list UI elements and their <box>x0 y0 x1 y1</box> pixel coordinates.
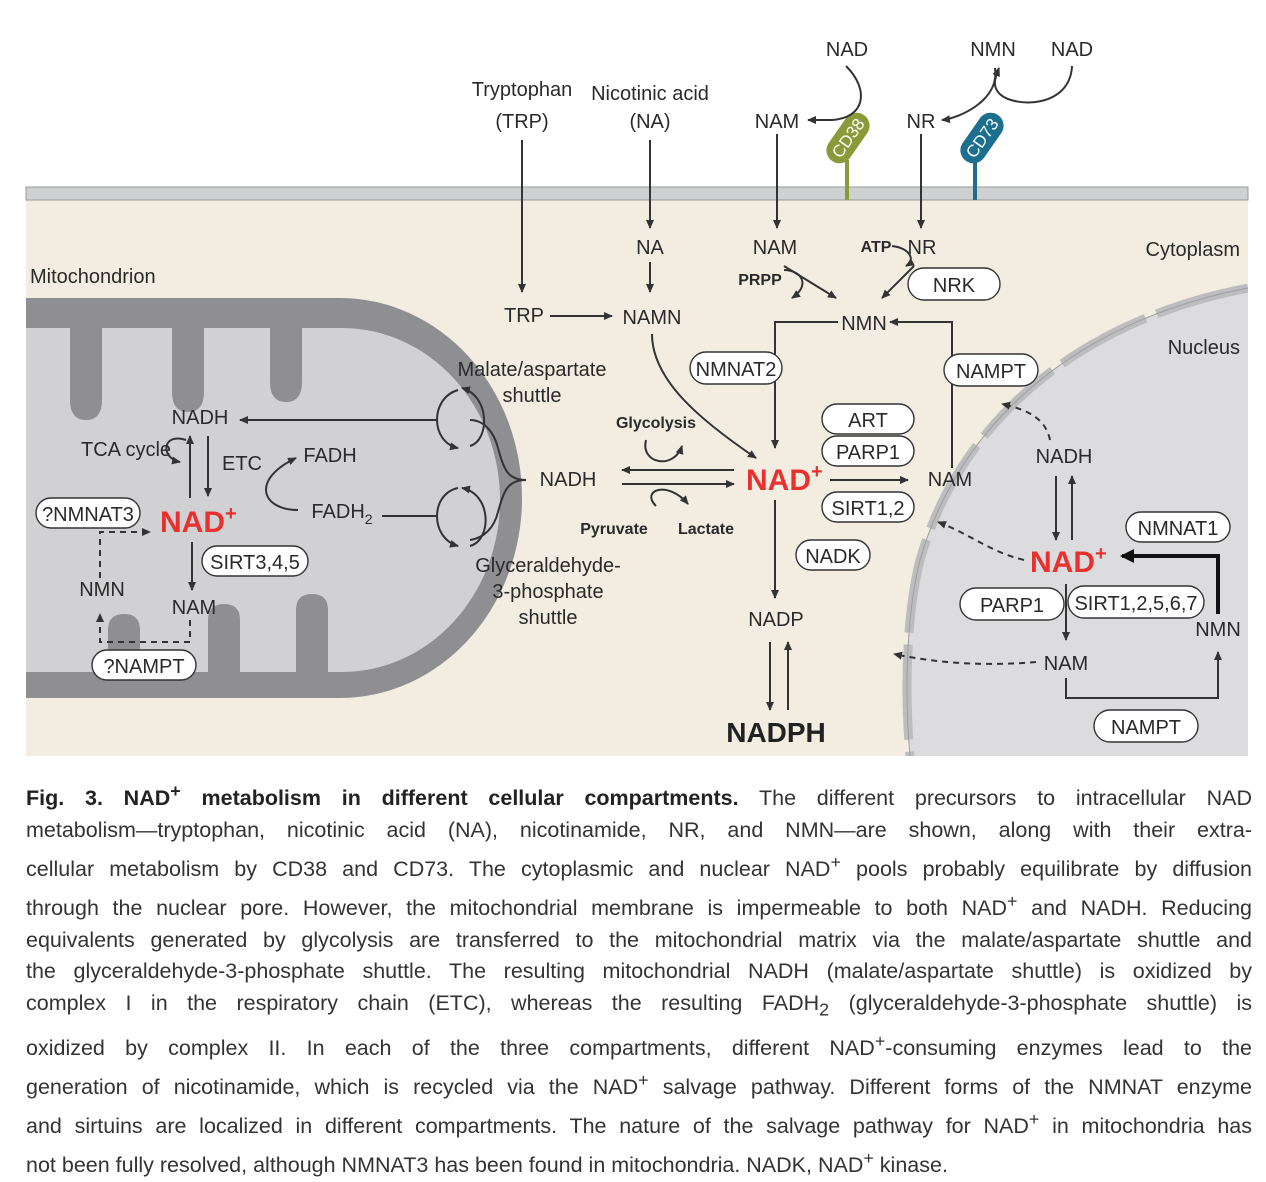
mitochondrion-label: Mitochondrion <box>30 266 156 288</box>
fadh-label: FADH <box>303 445 356 467</box>
nad-metabolism-diagram: Tryptophan (TRP) Nicotinic acid (NA) NAD… <box>25 39 1249 756</box>
g3p-shuttle-line2: 3-phosphate <box>492 581 603 603</box>
caption-line-5: equivalents generated by glycolysis are … <box>26 927 1252 952</box>
caption-line-3: cellular metabolism by CD38 and CD73. Th… <box>26 851 1253 881</box>
svg-text:NADK: NADK <box>805 546 861 568</box>
nad-plus-mito: NAD+ <box>160 503 237 539</box>
nmn-mito: NMN <box>79 579 125 601</box>
nad-plus-cytoplasm: NAD+ <box>746 461 823 497</box>
svg-text:ART: ART <box>848 410 888 432</box>
lactate-label: Lactate <box>678 521 734 538</box>
sirt12-enzyme: SIRT1,2 <box>821 491 915 523</box>
nadh-mito: NADH <box>172 407 229 429</box>
nmn-nucleus: NMN <box>1195 619 1241 641</box>
pyruvate-label: Pyruvate <box>580 521 648 538</box>
caption-line-1: Fig. 3. NAD+ metabolism in different cel… <box>26 781 1252 811</box>
trp-abbr-label: (TRP) <box>495 111 548 133</box>
nam-mito: NAM <box>172 597 216 619</box>
svg-text:SIRT1,2: SIRT1,2 <box>832 498 905 520</box>
svg-text:NMNAT2: NMNAT2 <box>696 359 777 381</box>
caption-line-2: metabolism—tryptophan, nicotinic acid (N… <box>26 817 1252 842</box>
nrk-enzyme: NRK <box>907 267 1001 301</box>
caption-line-11: not been fully resolved, although NMNAT3… <box>26 1148 948 1178</box>
svg-text:NRK: NRK <box>933 275 976 297</box>
nad-extracellular-left: NAD <box>826 39 868 61</box>
nadp-label: NADP <box>748 609 804 631</box>
caption-line-7: complex I in the respiratory chain (ETC)… <box>26 991 1252 1020</box>
nadh-nucleus: NADH <box>1036 446 1093 468</box>
nmnat3-enzyme: ?NMNAT3 <box>35 497 141 529</box>
nadph-label: NADPH <box>726 717 826 748</box>
svg-text:NAMPT: NAMPT <box>1111 717 1181 739</box>
nampt-nucleus-enzyme: NAMPT <box>1093 709 1199 743</box>
svg-text:PARP1: PARP1 <box>980 595 1044 617</box>
nampt-mito-enzyme: ?NAMPT <box>91 649 197 681</box>
g3p-shuttle-line3: shuttle <box>519 607 578 629</box>
cytoplasm-label: Cytoplasm <box>1146 239 1240 261</box>
nmn-cytoplasm: NMN <box>841 313 887 335</box>
nmnat2-enzyme: NMNAT2 <box>689 351 783 385</box>
glycolysis-label: Glycolysis <box>616 415 696 432</box>
atp-label: ATP <box>861 239 892 256</box>
figure-caption: Fig. 3. NAD+ metabolism in different cel… <box>26 776 1252 1182</box>
nicotinic-acid-label: Nicotinic acid <box>591 83 709 105</box>
caption-line-8: oxidized by complex II. In each of the t… <box>26 1031 1252 1061</box>
caption-line-6: the glyceraldehyde-3-phosphate shuttle. … <box>26 959 1252 984</box>
svg-text:NMNAT1: NMNAT1 <box>1138 518 1219 540</box>
svg-text:SIRT1,2,5,6,7: SIRT1,2,5,6,7 <box>1074 593 1197 615</box>
art-enzyme: ART <box>821 403 915 435</box>
caption-line-10: and sirtuins are localized in different … <box>26 1109 1252 1139</box>
prpp-label: PRPP <box>738 272 782 289</box>
nmn-extracellular: NMN <box>970 39 1016 61</box>
caption-title: Fig. 3. NAD+ metabolism in different cel… <box>26 781 739 811</box>
nucleus-area <box>907 288 1248 756</box>
nam-cytoplasm-top: NAM <box>753 237 797 259</box>
na-cytoplasm: NA <box>636 237 664 259</box>
sirt-nucleus-enzyme: SIRT1,2,5,6,7 <box>1067 585 1205 619</box>
nampt-cytoplasm-enzyme: NAMPT <box>943 353 1039 387</box>
nucleus-label: Nucleus <box>1168 337 1240 359</box>
cd73-enzyme: CD73 <box>960 112 1004 164</box>
nr-extracellular: NR <box>907 111 936 133</box>
nadh-cytoplasm: NADH <box>540 469 597 491</box>
namn-label: NAMN <box>623 307 682 329</box>
tca-cycle-label: TCA cycle <box>81 439 171 461</box>
tryptophan-label: Tryptophan <box>472 79 572 101</box>
svg-text:NAMPT: NAMPT <box>956 361 1026 383</box>
nadk-enzyme: NADK <box>795 539 871 571</box>
malate-shuttle-line2: shuttle <box>503 385 562 407</box>
nam-cytoplasm-right: NAM <box>928 469 972 491</box>
svg-text:SIRT3,4,5: SIRT3,4,5 <box>210 552 300 574</box>
svg-text:PARP1: PARP1 <box>836 442 900 464</box>
nmnat1-enzyme: NMNAT1 <box>1125 511 1231 543</box>
mitochondrion-matrix <box>26 328 500 672</box>
g3p-shuttle-line1: Glyceraldehyde- <box>475 555 621 577</box>
nr-cytoplasm: NR <box>908 237 937 259</box>
fadh2-label: FADH2 <box>311 501 372 527</box>
nad-extracellular-right: NAD <box>1051 39 1093 61</box>
plasma-membrane <box>25 186 1249 201</box>
parp1-cytoplasm-enzyme: PARP1 <box>821 435 915 467</box>
sirt345-enzyme: SIRT3,4,5 <box>201 545 309 577</box>
nam-extracellular: NAM <box>755 111 799 133</box>
etc-label: ETC <box>222 453 262 475</box>
svg-text:?NMNAT3: ?NMNAT3 <box>42 504 134 526</box>
caption-line-9: generation of nicotinamide, which is rec… <box>26 1070 1252 1100</box>
na-abbr-label: (NA) <box>629 111 670 133</box>
parp1-nucleus-enzyme: PARP1 <box>959 587 1065 621</box>
nad-plus-nucleus: NAD+ <box>1030 543 1107 579</box>
svg-text:?NAMPT: ?NAMPT <box>103 656 184 678</box>
trp-cytoplasm: TRP <box>504 305 544 327</box>
caption-line-4: through the nuclear pore. However, the m… <box>26 890 1253 920</box>
malate-shuttle-line1: Malate/aspartate <box>458 359 607 381</box>
nam-nucleus: NAM <box>1044 653 1088 675</box>
